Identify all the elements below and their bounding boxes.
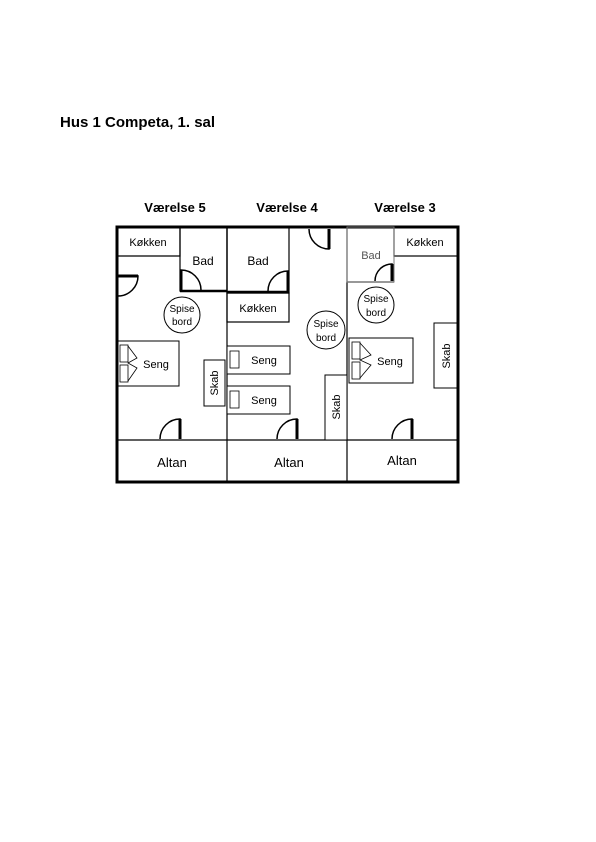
- room-5-entry-door-icon: [117, 275, 139, 297]
- room-5-bed-label: Seng: [143, 359, 169, 371]
- room-3: Køkken Bad Spise bord Seng Skab Altan: [346, 226, 459, 468]
- room-3-bath-label: Bad: [361, 250, 381, 262]
- room-4-balcony-door-icon: [276, 418, 298, 440]
- room-5-dining-line2: bord: [172, 317, 192, 328]
- room-3-bed-label: Seng: [377, 356, 403, 368]
- room-3-wardrobe-label: Skab: [441, 343, 453, 368]
- room-4: Bad Køkken Spise bord Seng Seng Skab Alt…: [226, 226, 348, 470]
- room-3-pillow-1: [351, 341, 361, 360]
- room-4-bed-2-label: Seng: [251, 395, 277, 407]
- room-5-pillow-1: [119, 344, 129, 363]
- room-3-kitchen-label: Køkken: [406, 237, 443, 249]
- room-5-dining-table: [163, 296, 201, 334]
- room-4-bath-label: Bad: [247, 254, 268, 268]
- room-4-balcony-label: Altan: [274, 455, 304, 470]
- room-4-dining-line2: bord: [316, 333, 336, 344]
- room-5-bed-sheet: [127, 345, 138, 382]
- room-4-kitchen: [226, 292, 290, 323]
- room-4-bed-1-pillow: [229, 350, 240, 369]
- room-4-entry-door-icon: [308, 228, 330, 250]
- room-4-wardrobe-label: Skab: [331, 394, 343, 419]
- room-3-heading: Værelse 3: [374, 200, 435, 215]
- room-5-balcony-label: Altan: [157, 455, 187, 470]
- room-3-balcony-label: Altan: [387, 453, 417, 468]
- room-4-bed-1-label: Seng: [251, 355, 277, 367]
- room-4-dining-line1: Spise: [313, 319, 338, 330]
- room-5-bath-door-icon: [180, 269, 202, 291]
- room-5-bath-label: Bad: [192, 254, 213, 268]
- room-3-dining-table: [357, 286, 395, 324]
- room-4-kitchen-label: Køkken: [239, 303, 276, 315]
- room-3-pillow-2: [351, 361, 361, 380]
- page-title: Hus 1 Competa, 1. sal: [60, 114, 216, 131]
- room-5-heading: Værelse 5: [144, 200, 205, 215]
- room-3-bed-sheet: [359, 342, 372, 379]
- room-4-bath-door-icon: [267, 270, 289, 292]
- room-3-balcony-door-icon: [391, 418, 413, 440]
- room-3-dining-line2: bord: [366, 308, 386, 319]
- room-5-wardrobe: [203, 359, 226, 407]
- room-3-dining-line1: Spise: [363, 294, 388, 305]
- room-4-bed-2-pillow: [229, 390, 240, 409]
- room-3-bath-door-icon: [374, 263, 393, 282]
- room-4-dining-table: [306, 310, 346, 350]
- room-5-balcony-door-icon: [159, 418, 181, 440]
- room-5-wardrobe-label: Skab: [209, 370, 221, 395]
- room-5-dining-line1: Spise: [169, 304, 194, 315]
- room-4-heading: Værelse 4: [256, 200, 318, 215]
- room-5-pillow-2: [119, 364, 129, 383]
- room-5-kitchen-label: Køkken: [129, 237, 166, 249]
- room-5: Køkken Bad Spise bord Seng Skab Altan: [117, 226, 228, 470]
- room-4-wardrobe: [324, 374, 348, 441]
- room-3-wardrobe: [433, 322, 458, 389]
